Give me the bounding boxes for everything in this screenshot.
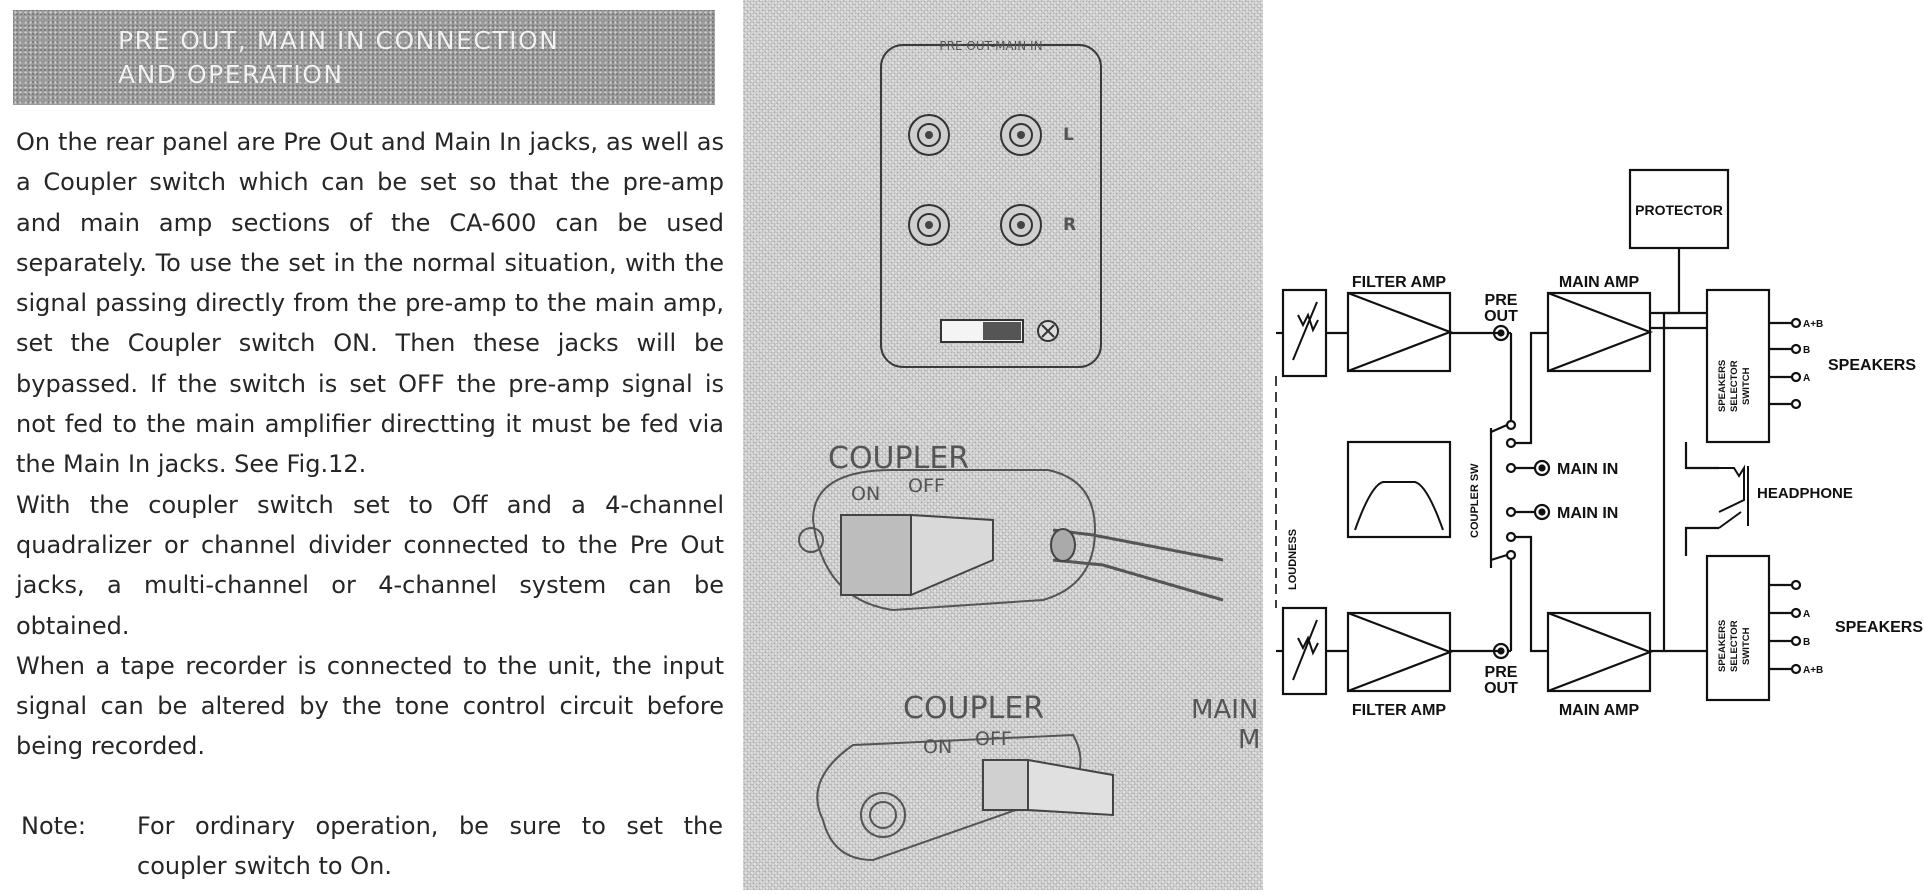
- instructions-column: PRE OUT, MAIN IN CONNECTION AND OPERATIO…: [0, 0, 735, 890]
- note-label: Note:: [21, 812, 86, 840]
- loudness-curve-box: [1346, 440, 1452, 539]
- main-in-jack-top: [1533, 459, 1551, 477]
- main-in-label-1: MAIN IN: [1557, 461, 1618, 478]
- coupler-label-1: COUPLER: [828, 441, 969, 476]
- selector-top-line-2: SELECTOR: [1729, 360, 1740, 412]
- off-label-2: OFF: [975, 728, 1012, 750]
- tap-bottom-1: A: [1803, 609, 1810, 620]
- paragraph-coupler-overview: On the rear panel are Pre Out and Main I…: [16, 128, 724, 479]
- selector-bottom-line-2: SELECTOR: [1729, 620, 1740, 672]
- section-title-line-2: AND OPERATION: [118, 60, 344, 89]
- coupler-label-2: COUPLER: [903, 691, 1044, 726]
- pre-out-top-label-1: PRE: [1485, 292, 1518, 309]
- main-in-label-2: MAIN IN: [1557, 505, 1618, 522]
- protector-label: PROTECTOR: [1635, 202, 1723, 218]
- panel-label: PRE OUT-MAIN IN: [939, 39, 1042, 53]
- block-diagram: PROTECTOR FILTER AMP FILTER AMP MAIN AMP…: [1263, 0, 1924, 890]
- selector-bottom-line-3: SWITCH: [1741, 627, 1752, 665]
- selector-top-line-1: SPEAKERS: [1717, 360, 1728, 412]
- main-amp-bottom: [1546, 611, 1652, 693]
- pre-out-top-label-2: OUT: [1484, 308, 1518, 325]
- edge-text-2: M: [1238, 725, 1260, 755]
- body-text: On the rear panel are Pre Out and Main I…: [16, 122, 724, 767]
- section-title-line-1: PRE OUT, MAIN IN CONNECTION: [118, 26, 560, 55]
- rear-panel-drawing: PRE OUT-MAIN IN L R: [798, 39, 1260, 862]
- tap-bottom-2: B: [1803, 637, 1810, 648]
- filter-amp-top-label: FILTER AMP: [1352, 274, 1447, 291]
- speaker-selector-bottom: [1705, 554, 1771, 702]
- loudness-label: LOUDNESS: [1287, 529, 1299, 590]
- rear-panel-plate: [880, 44, 1102, 368]
- main-amp-top: [1546, 291, 1652, 373]
- main-in-jack-right: [1000, 204, 1042, 246]
- edge-text-1: MAIN: [1191, 695, 1258, 725]
- on-label-2: ON: [923, 736, 952, 758]
- speakers-top-label: SPEAKERS: [1828, 357, 1916, 374]
- filter-amp-bottom-label: FILTER AMP: [1352, 702, 1447, 719]
- pre-out-jack-right: [908, 204, 950, 246]
- tap-top-0: A+B: [1803, 319, 1823, 330]
- channel-label-right: R: [1063, 215, 1076, 235]
- coupler-closeup-on: [798, 469, 1224, 612]
- main-amp-bottom-label: MAIN AMP: [1559, 702, 1640, 719]
- selector-top-line-3: SWITCH: [1741, 367, 1752, 405]
- speakers-bottom-label: SPEAKERS: [1835, 619, 1923, 636]
- headphone-jack: [1718, 464, 1745, 513]
- headphone-label: HEADPHONE: [1757, 485, 1853, 502]
- pre-out-bottom-label-2: OUT: [1484, 680, 1518, 697]
- pre-out-bottom-label-1: PRE: [1485, 664, 1518, 681]
- main-in-jack-bottom: [1533, 503, 1551, 521]
- tap-bottom-3: A+B: [1803, 665, 1823, 676]
- block-diagram-svg: PROTECTOR FILTER AMP FILTER AMP MAIN AMP…: [1275, 168, 1923, 719]
- coupler-closeup-off: [816, 733, 1114, 862]
- paragraph-tape-recorder: When a tape recorder is connected to the…: [16, 651, 724, 761]
- tap-top-2: A: [1803, 373, 1810, 384]
- on-label-1: ON: [851, 483, 880, 505]
- pre-out-jack-left: [908, 114, 950, 156]
- filter-amp-bottom: [1346, 611, 1452, 693]
- off-label-1: OFF: [908, 475, 945, 497]
- main-in-jack-left: [1000, 114, 1042, 156]
- note-text: For ordinary operation, be sure to set t…: [137, 812, 723, 881]
- coupler-sw-label: COUPLER SW: [1469, 463, 1481, 538]
- channel-label-left: L: [1063, 125, 1074, 145]
- coupler-slide-knob: [983, 322, 1021, 340]
- filter-amp-top: [1346, 291, 1452, 373]
- main-amp-top-label: MAIN AMP: [1559, 274, 1640, 291]
- paragraph-multichannel: With the coupler switch set to Off and a…: [16, 490, 724, 640]
- rear-panel-illustration: PRE OUT-MAIN IN L R: [743, 0, 1263, 890]
- tap-top-1: B: [1803, 345, 1810, 356]
- speaker-selector-top: [1705, 288, 1771, 444]
- selector-bottom-line-1: SPEAKERS: [1717, 620, 1728, 672]
- section-header: PRE OUT, MAIN IN CONNECTION AND OPERATIO…: [13, 10, 715, 105]
